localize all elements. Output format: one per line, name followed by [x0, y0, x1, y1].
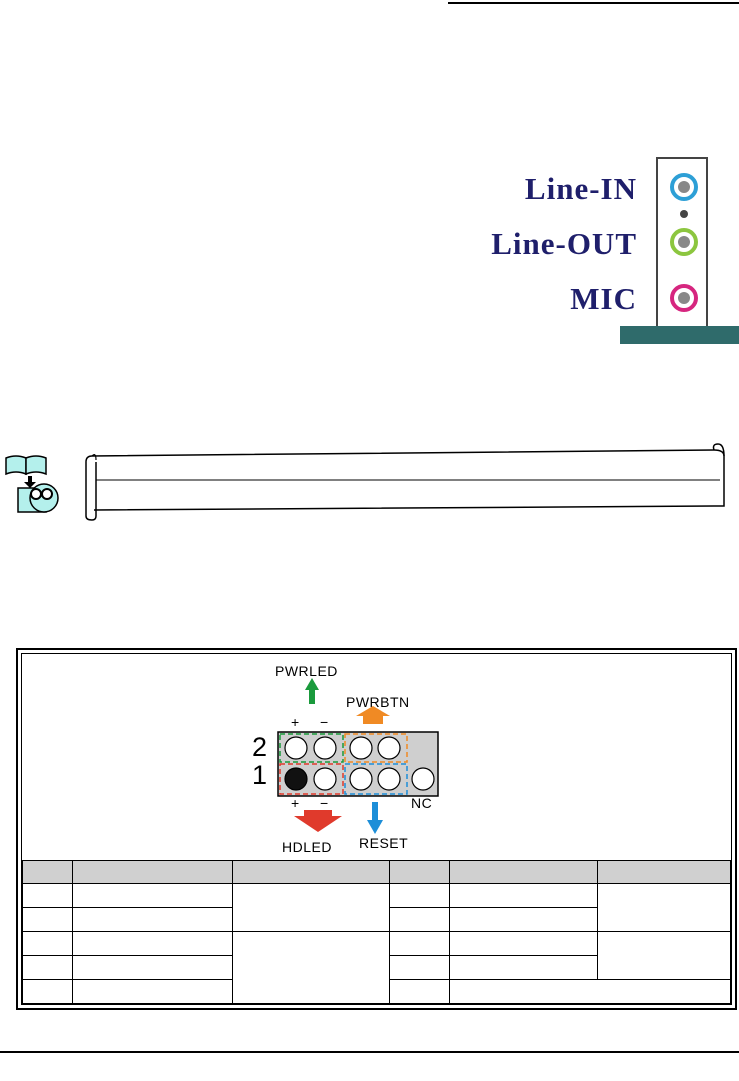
- note-scroll: [85, 443, 725, 521]
- hdled-arrow-icon: [294, 810, 342, 832]
- header-pins-graphic: [277, 678, 439, 834]
- pin-icon: [313, 767, 337, 791]
- table-row: [22, 979, 731, 1004]
- pin-icon: [349, 767, 373, 791]
- pwrled-arrow-icon: [305, 678, 319, 704]
- line-in-jack-icon: [670, 173, 698, 201]
- pin-icon: [377, 736, 401, 760]
- table-header-cell: [389, 860, 450, 884]
- pwrled-label: PWRLED: [275, 663, 338, 679]
- table-row: [22, 955, 731, 980]
- table-row: [22, 883, 731, 932]
- table-header-cell: [449, 860, 598, 884]
- nc-label: NC: [411, 795, 433, 811]
- table-row: [22, 907, 731, 932]
- top-rule: [448, 2, 739, 4]
- pwrbtn-label: PWRBTN: [346, 694, 410, 710]
- mic-label: MIC: [570, 281, 637, 316]
- line-out-label: Line-OUT: [491, 226, 637, 261]
- front-panel-header-diagram: PWRLED PWRBTN + − 2 1 + − NC HDLED RESET: [22, 654, 731, 860]
- plus-bottom-label: +: [291, 795, 300, 811]
- pin-icon: [377, 767, 401, 791]
- reset-arrow-icon: [367, 802, 383, 834]
- minus-bottom-label: −: [320, 795, 329, 811]
- note-reader-icon: [5, 455, 59, 513]
- hdled-label: HDLED: [282, 839, 332, 855]
- line-out-jack-icon: [670, 228, 698, 256]
- jack-sockets: [670, 173, 698, 312]
- pwrbtn-arrow-icon: [356, 706, 390, 724]
- row-2-label: 2: [252, 732, 268, 762]
- pin-assignment-table: [22, 860, 731, 1004]
- minus-top-label: −: [320, 714, 329, 730]
- table-row: [22, 931, 731, 1004]
- plus-top-label: +: [291, 714, 300, 730]
- table-header-cell: [72, 860, 233, 884]
- table-header-cell: [597, 860, 731, 884]
- reset-label: RESET: [359, 835, 409, 851]
- pin-icon: [284, 736, 308, 760]
- pin-icon: [313, 736, 337, 760]
- mic-jack-icon: [670, 284, 698, 312]
- table-header-cell: [232, 860, 390, 884]
- pin-icon: [411, 767, 435, 791]
- pin-icon: [349, 736, 373, 760]
- row-1-label: 1: [252, 760, 268, 790]
- bottom-rule: [0, 1051, 739, 1053]
- table-header-cell: [22, 860, 73, 884]
- table-header-row: [22, 860, 731, 884]
- line-in-label: Line-IN: [524, 171, 637, 206]
- front-panel-header-table: PWRLED PWRBTN + − 2 1 + − NC HDLED RESET: [16, 648, 737, 1010]
- jack-panel-base: [620, 326, 739, 344]
- indicator-dot-icon: [680, 210, 688, 218]
- pin-1-icon: [284, 767, 308, 791]
